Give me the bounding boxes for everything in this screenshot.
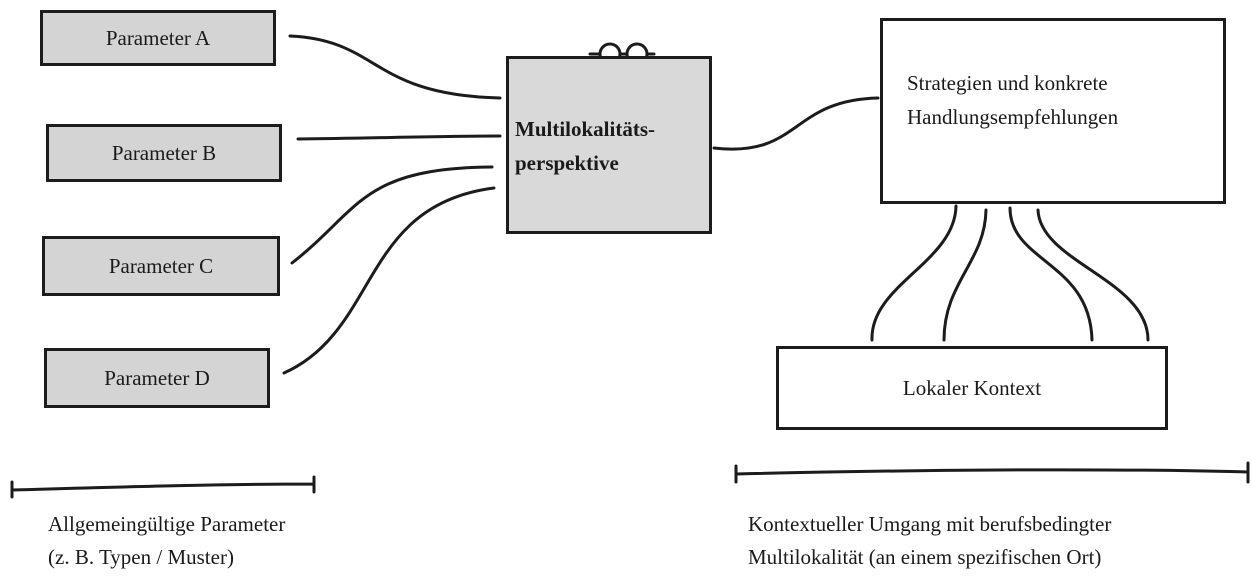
caption-left: Allgemeingültige Parameter (z. B. Typen …	[48, 508, 285, 573]
connector-d	[282, 186, 496, 375]
parameter-c-box: Parameter C	[42, 236, 280, 296]
connector-center-strategy	[712, 96, 880, 151]
connector-local-1	[870, 204, 958, 342]
parameter-d-label: Parameter D	[104, 365, 210, 390]
bracket-right	[734, 461, 1250, 484]
parameter-a-box: Parameter A	[40, 10, 276, 66]
caption-right-line2: Multilokalität (an einem spezifischen Or…	[748, 544, 1102, 569]
parameter-b-box: Parameter B	[46, 124, 282, 182]
caption-right-line1: Kontextueller Umgang mit berufsbedingter	[748, 512, 1112, 536]
parameter-b-label: Parameter B	[111, 140, 217, 165]
center-label-line1: Multilokalitäts-	[515, 117, 655, 142]
multilokalitaet-box: Multilokalitäts- perspektive	[506, 56, 712, 234]
parameter-a-label: Parameter A	[105, 25, 211, 50]
connector-c	[290, 165, 494, 265]
parameter-c-label: Parameter C	[108, 253, 214, 278]
connector-local-4	[1036, 208, 1150, 342]
bracket-left	[10, 475, 316, 499]
connector-b	[296, 134, 502, 141]
local-context-label: Lokaler Kontext	[902, 375, 1042, 400]
connector-a	[288, 34, 502, 100]
strategy-line2: Handlungsempfehlungen	[907, 105, 1119, 129]
caption-left-line1: Allgemeingültige Parameter	[48, 512, 286, 536]
center-label-line2: perspektive	[515, 151, 619, 175]
connector-local-2	[942, 208, 988, 342]
caption-right: Kontextueller Umgang mit berufsbedingter…	[748, 508, 1111, 573]
local-context-box: Lokaler Kontext	[776, 346, 1168, 430]
strategy-line1: Strategien und konkrete	[907, 71, 1108, 96]
strategy-box: Strategien und konkrete Handlungsempfehl…	[880, 18, 1226, 204]
parameter-d-box: Parameter D	[44, 348, 270, 408]
caption-left-line2: (z. B. Typen / Muster)	[48, 544, 234, 569]
connector-local-3	[1008, 206, 1094, 342]
